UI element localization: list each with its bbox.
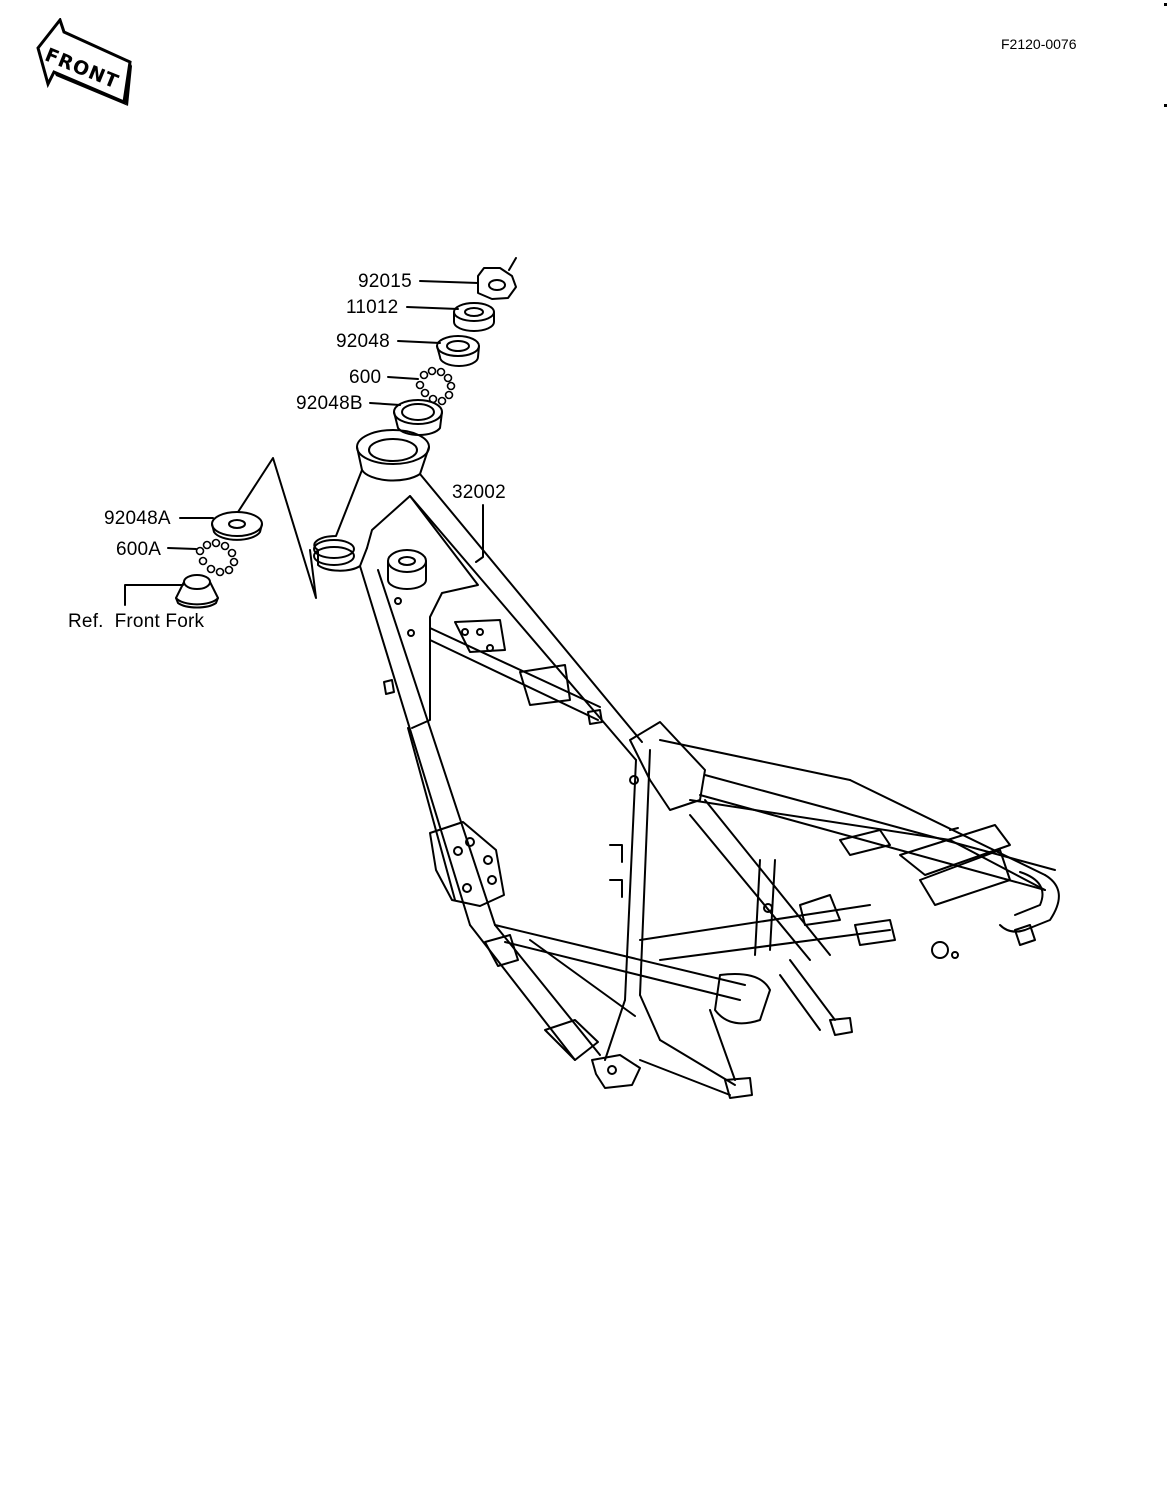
steering-stem-nut xyxy=(477,257,517,300)
part-label-92015: 92015 xyxy=(358,271,412,292)
front-arrow-icon xyxy=(36,18,132,106)
part-label-32002: 32002 xyxy=(452,482,506,503)
stem-head-washer xyxy=(453,302,495,332)
diagram-code: F2120-0076 xyxy=(1001,36,1077,52)
part-label-92048b: 92048B xyxy=(296,393,363,414)
lower-race xyxy=(211,511,263,541)
fork-bearing-seat xyxy=(175,574,219,609)
part-label-600a: 600A xyxy=(116,539,162,560)
corner-mark xyxy=(1164,104,1167,107)
corner-mark xyxy=(1164,3,1167,6)
lower-balls xyxy=(195,538,239,577)
leader-lines xyxy=(124,280,484,606)
frame xyxy=(313,429,1060,1099)
part-label-92048a: 92048A xyxy=(104,508,171,529)
part-label-11012: 11012 xyxy=(346,297,399,318)
part-label-92048: 92048 xyxy=(336,331,390,352)
part-label-600: 600 xyxy=(349,367,382,388)
upper-balls xyxy=(415,366,456,406)
upper-race xyxy=(436,335,480,367)
ref-front-fork-label: Ref. Front Fork xyxy=(68,611,205,632)
